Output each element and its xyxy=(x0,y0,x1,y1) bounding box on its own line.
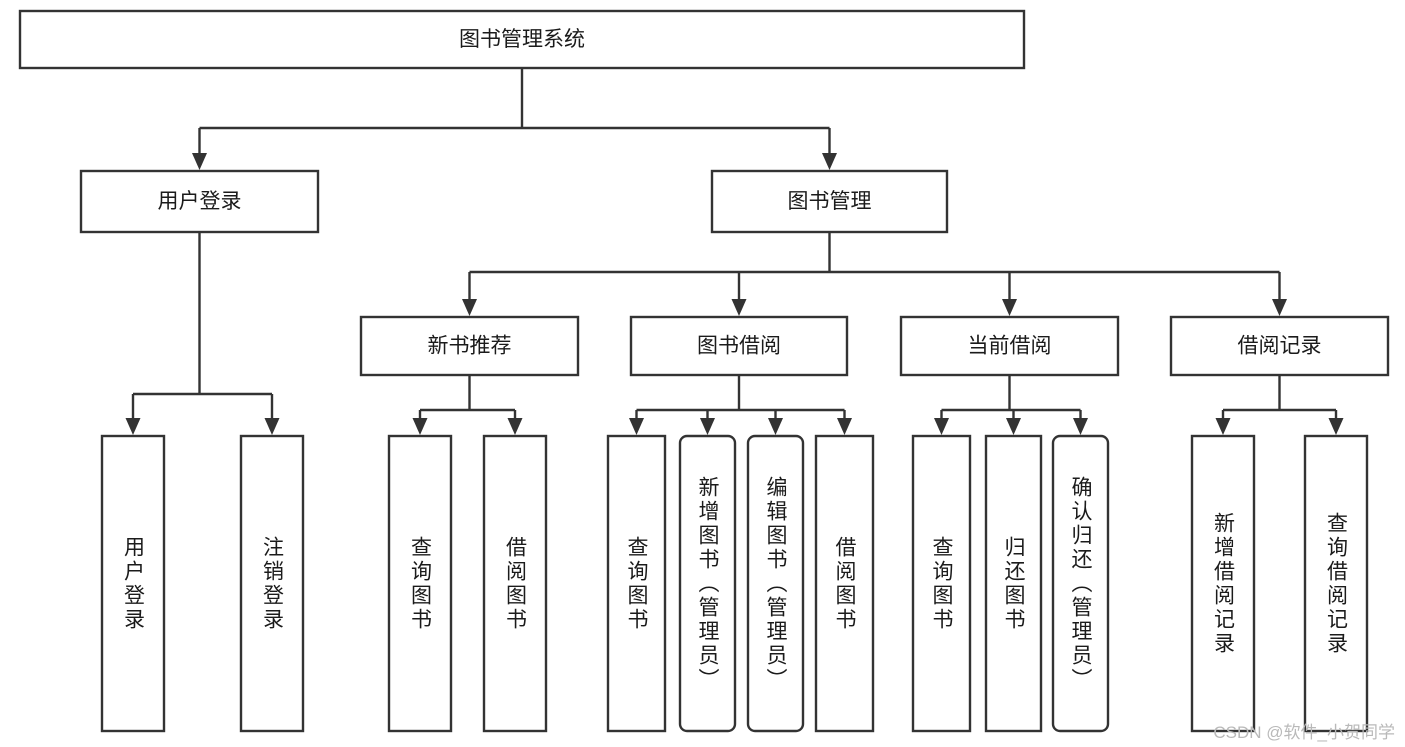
arrow-head-icon xyxy=(462,299,477,316)
node-user-login[interactable] xyxy=(79,169,320,234)
arrow-head-icon xyxy=(768,418,783,435)
arrow-head-icon xyxy=(1215,418,1231,435)
node-leaf-add-borrow-record[interactable] xyxy=(1190,434,1256,733)
arrow-head-icon xyxy=(264,418,280,435)
node-label-user-login: 用户登录 xyxy=(158,190,242,213)
node-leaf-borrow-book-1[interactable] xyxy=(482,434,548,733)
arrow-head-icon xyxy=(837,418,852,435)
node-borrow-record[interactable] xyxy=(1169,315,1390,377)
node-current-borrow[interactable] xyxy=(899,315,1120,377)
arrow-head-icon xyxy=(507,418,523,435)
node-leaf-query-book-2[interactable] xyxy=(606,434,667,733)
node-root-root[interactable] xyxy=(18,9,1026,70)
arrow-head-icon xyxy=(700,418,715,435)
node-leaf-query-book-1[interactable] xyxy=(387,434,453,733)
node-label-borrow-record: 借阅记录 xyxy=(1238,335,1322,358)
arrow-head-icon xyxy=(731,299,747,316)
arrow-head-icon xyxy=(192,153,207,170)
node-leaf-borrow-book-2[interactable] xyxy=(814,434,875,733)
node-label-book-manage: 图书管理 xyxy=(788,190,872,213)
node-book-manage[interactable] xyxy=(710,169,949,234)
boxes-layer xyxy=(18,9,1390,733)
arrow-head-icon xyxy=(412,418,428,435)
node-label-book-borrow: 图书借阅 xyxy=(697,335,781,358)
node-leaf-confirm-return-admin[interactable] xyxy=(1051,434,1110,733)
node-leaf-user-login[interactable] xyxy=(100,434,166,733)
arrow-head-icon xyxy=(1328,418,1344,435)
node-leaf-return-book[interactable] xyxy=(984,434,1043,733)
arrow-head-icon xyxy=(1073,418,1088,435)
arrow-head-icon xyxy=(822,153,837,170)
watermark-text: CSDN @软件_小贺同学 xyxy=(1213,723,1395,742)
connectors-layer xyxy=(125,68,1344,435)
arrow-head-icon xyxy=(1272,299,1287,316)
node-book-borrow[interactable] xyxy=(629,315,849,377)
arrow-head-icon xyxy=(629,418,644,435)
node-new-book-recommend[interactable] xyxy=(359,315,580,377)
arrow-head-icon xyxy=(125,418,141,435)
node-leaf-edit-book-admin[interactable] xyxy=(746,434,805,733)
node-leaf-user-logout[interactable] xyxy=(239,434,305,733)
node-leaf-query-book-3[interactable] xyxy=(911,434,972,733)
node-label-current-borrow: 当前借阅 xyxy=(968,335,1052,358)
node-label-root: 图书管理系统 xyxy=(459,28,585,51)
arrow-head-icon xyxy=(1006,418,1021,435)
arrow-head-icon xyxy=(934,418,949,435)
arrow-head-icon xyxy=(1002,299,1017,316)
node-leaf-add-book-admin[interactable] xyxy=(678,434,737,733)
node-leaf-query-borrow-record[interactable] xyxy=(1303,434,1369,733)
node-label-new-book-recommend: 新书推荐 xyxy=(428,335,512,358)
